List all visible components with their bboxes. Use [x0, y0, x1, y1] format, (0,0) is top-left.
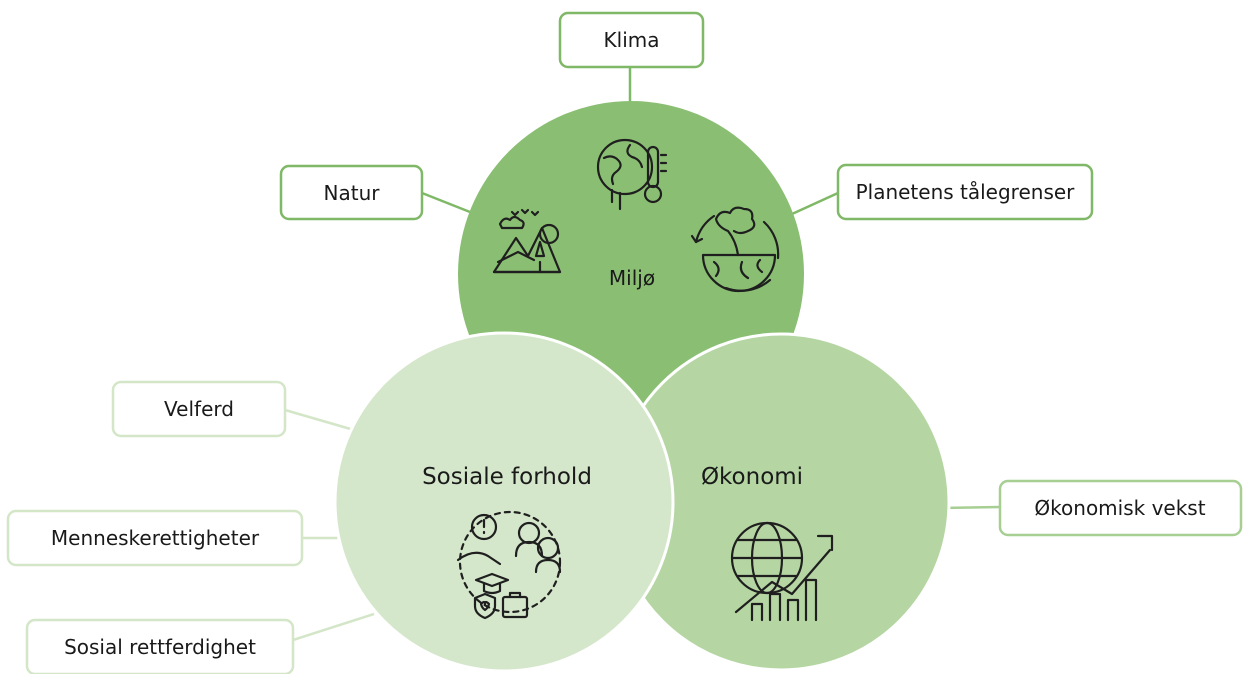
human-rights-label: Menneskerettigheter — [51, 526, 260, 550]
welfare-label: Velferd — [164, 397, 234, 421]
economy-title: Økonomi — [701, 464, 803, 490]
connector-social-justice — [292, 612, 375, 642]
social-title: Sosiale forhold — [422, 464, 592, 490]
climate-box: Klima — [558, 11, 705, 69]
connector-planetary-boundaries — [791, 191, 839, 216]
social-justice-box: Sosial rettferdighet — [25, 618, 295, 674]
globe-thermometer-icon — [596, 138, 668, 211]
mountains-nature-icon — [492, 208, 562, 274]
economic-growth-box: Økonomisk vekst — [998, 479, 1243, 537]
welfare-box: Velferd — [111, 380, 287, 438]
human-rights-box: Menneskerettigheter — [6, 509, 304, 567]
planetary-boundaries-box: Planetens tålegrenser — [836, 163, 1094, 221]
social-justice-label: Sosial rettferdighet — [64, 635, 256, 659]
social-welfare-icon — [456, 510, 562, 620]
planetary-boundaries-label: Planetens tålegrenser — [856, 180, 1076, 204]
globe-growth-chart-icon — [730, 521, 834, 622]
connector-nature — [421, 191, 471, 214]
environment-title: Miljø — [609, 266, 655, 290]
nature-label: Natur — [324, 181, 381, 205]
climate-label: Klima — [604, 28, 660, 52]
nature-box: Natur — [279, 164, 424, 221]
earth-tree-cycle-icon — [690, 206, 780, 293]
economic-growth-label: Økonomisk vekst — [1034, 496, 1205, 520]
connector-welfare — [284, 408, 355, 432]
social-circle — [333, 331, 675, 673]
